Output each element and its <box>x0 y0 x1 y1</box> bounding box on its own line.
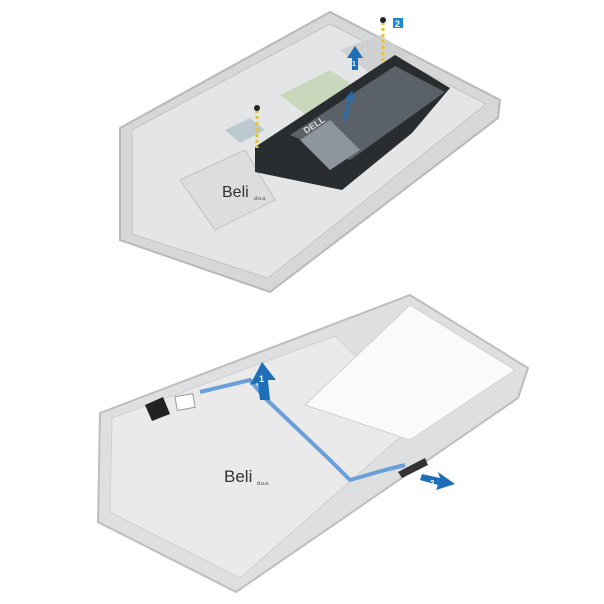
touchpad-area <box>179 149 276 231</box>
step-1-up-arrow <box>347 46 363 70</box>
top-figure-laptop-base: DELL 2 1 Beli d.o.o. <box>119 10 502 294</box>
battery-lift-arrow <box>342 90 356 120</box>
battery-side-connector <box>398 458 428 478</box>
step-1-label: 1 <box>352 61 356 68</box>
step-1-up-arrow <box>250 362 276 400</box>
fan-area <box>340 35 410 75</box>
battery-label-panel <box>300 120 360 170</box>
wlan-card <box>225 118 265 143</box>
step-2-label: 2 <box>395 19 400 29</box>
battery-label-sheet <box>304 304 516 441</box>
memory-module <box>280 70 360 118</box>
screw-2-icon <box>380 17 386 23</box>
watermark-logo: Beli <box>222 184 249 201</box>
watermark-suffix: d.o.o. <box>254 196 267 202</box>
cable-tag <box>174 392 196 412</box>
step-2-label-box <box>393 18 403 28</box>
screw-1-icon <box>254 105 260 111</box>
bottom-figure-battery-tray: 1 2 Beli d.o.o. <box>96 293 530 594</box>
step-2-label: 2 <box>430 479 435 488</box>
watermark-suffix: d.o.o. <box>257 481 270 487</box>
step-1-label: 1 <box>259 374 264 384</box>
step-2-right-arrow <box>420 472 455 490</box>
watermark-logo: Beli <box>224 467 252 486</box>
battery-cable <box>199 378 406 482</box>
cable-connector <box>145 397 170 421</box>
